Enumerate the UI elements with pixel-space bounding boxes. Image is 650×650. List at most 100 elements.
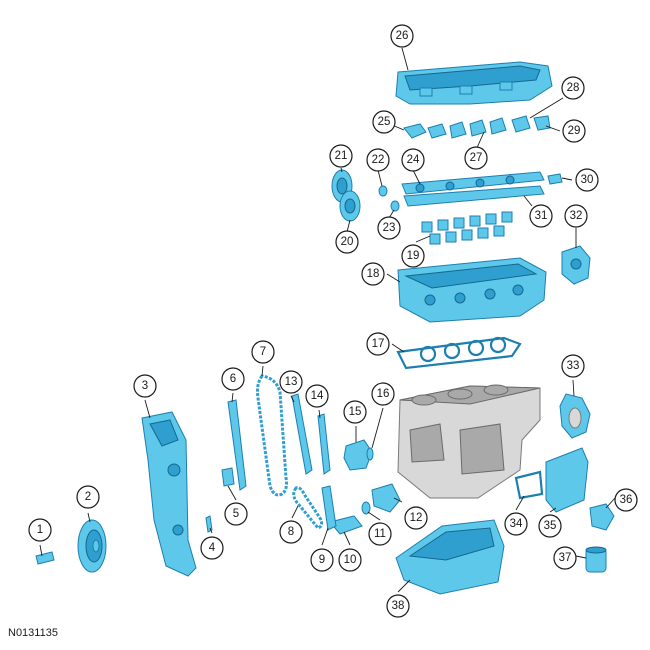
callout-circle: [76, 485, 100, 509]
callout-25: 25: [372, 110, 396, 134]
part-9-guide: [321, 485, 337, 531]
callout-16: 16: [371, 382, 395, 406]
callout-14: 14: [305, 384, 329, 408]
callout-number: 9: [319, 554, 325, 566]
callout-number: 36: [620, 494, 633, 506]
callout-34: 34: [504, 512, 528, 536]
callout-circle: [133, 374, 157, 398]
part-8-chain: [292, 486, 324, 530]
part-30-sensor: [547, 173, 563, 185]
callout-circle: [529, 204, 553, 228]
callout-number: 10: [344, 554, 357, 566]
callout-circle: [368, 522, 392, 546]
callout-number: 6: [230, 373, 236, 385]
callout-circle: [28, 518, 52, 542]
part-22-seal: [378, 185, 388, 197]
callout-circle: [224, 502, 248, 526]
callout-36: 36: [614, 488, 638, 512]
part-19-tappets: [421, 211, 513, 245]
callout-number: 35: [544, 520, 557, 532]
callout-number: 16: [377, 388, 390, 400]
callout-number: 1: [37, 524, 43, 536]
callout-number: 32: [570, 210, 583, 222]
part-24-camshafts: [401, 171, 545, 207]
callout-number: 20: [341, 236, 354, 248]
callout-circle: [310, 548, 334, 572]
part-26-valve-cover: [395, 61, 553, 105]
part-18-cylinder-head: [397, 257, 547, 323]
callout-circle: [504, 512, 528, 536]
callout-number: 22: [372, 154, 385, 166]
callout-circle: [366, 332, 390, 356]
part-cylinder-block: [397, 384, 541, 499]
callout-number: 29: [568, 125, 581, 137]
part-23-seal: [390, 200, 400, 212]
callout-10: 10: [338, 548, 362, 572]
callout-21: 21: [329, 144, 353, 168]
callout-circle: [575, 168, 599, 192]
callout-number: 21: [335, 150, 348, 162]
callout-circle: [464, 146, 488, 170]
part-21-20-cam-phasers: [331, 169, 361, 222]
callout-circle: [305, 384, 329, 408]
callout-number: 5: [233, 508, 239, 520]
callout-27: 27: [464, 146, 488, 170]
callout-number: 4: [209, 542, 216, 554]
callout-38: 38: [386, 594, 410, 618]
callout-3: 3: [133, 374, 157, 398]
callout-number: 33: [567, 360, 580, 372]
part-13-guide: [291, 393, 313, 475]
callout-22: 22: [366, 148, 390, 172]
callout-number: 11: [374, 528, 386, 540]
callout-number: 30: [581, 174, 594, 186]
callout-circle: [390, 24, 414, 48]
callout-circle: [361, 262, 385, 286]
callout-number: 12: [410, 512, 423, 524]
callout-9: 9: [310, 548, 334, 572]
part-33-rear-seal: [559, 393, 591, 439]
callout-number: 19: [407, 250, 420, 262]
part-11-seal: [361, 501, 371, 515]
part-32-housing: [561, 245, 591, 285]
callout-15: 15: [343, 400, 367, 424]
callout-circle: [562, 119, 586, 143]
part-38-oil-pan: [395, 519, 505, 595]
figure-reference-code: N0131135: [8, 627, 58, 639]
callout-23: 23: [377, 216, 401, 240]
part-34-gasket: [514, 470, 544, 500]
callout-26: 26: [390, 24, 414, 48]
callout-number: 3: [142, 380, 148, 392]
callout-37: 37: [553, 546, 577, 570]
callout-number: 8: [288, 526, 294, 538]
callout-11: 11: [368, 522, 392, 546]
callout-circle: [329, 144, 353, 168]
callout-number: 31: [535, 210, 548, 222]
callout-circle: [538, 514, 562, 538]
callout-7: 7: [251, 340, 275, 364]
part-37-oil-filter: [585, 546, 607, 573]
part-35-cover: [545, 447, 589, 513]
callout-circle: [279, 520, 303, 544]
callout-circle: [561, 76, 585, 100]
callout-circle: [401, 148, 425, 172]
part-17-head-gasket: [396, 336, 522, 370]
callout-number: 2: [85, 491, 91, 503]
callout-number: 28: [567, 82, 580, 94]
callout-circle: [564, 204, 588, 228]
callout-circle: [335, 230, 359, 254]
part-2-crank-pulley: [77, 519, 107, 573]
parts-layer: [35, 61, 615, 595]
callout-17: 17: [366, 332, 390, 356]
callout-circle: [614, 488, 638, 512]
part-14-tensioner-arm: [317, 413, 331, 475]
callout-number: 18: [367, 268, 380, 280]
part-6-guide: [227, 399, 247, 491]
callout-number: 14: [311, 390, 324, 402]
part-7-timing-chain: [256, 374, 288, 497]
callout-31: 31: [529, 204, 553, 228]
callout-6: 6: [221, 367, 245, 391]
callout-number: 34: [510, 518, 523, 530]
callout-circle: [343, 400, 367, 424]
callout-19: 19: [401, 244, 425, 268]
